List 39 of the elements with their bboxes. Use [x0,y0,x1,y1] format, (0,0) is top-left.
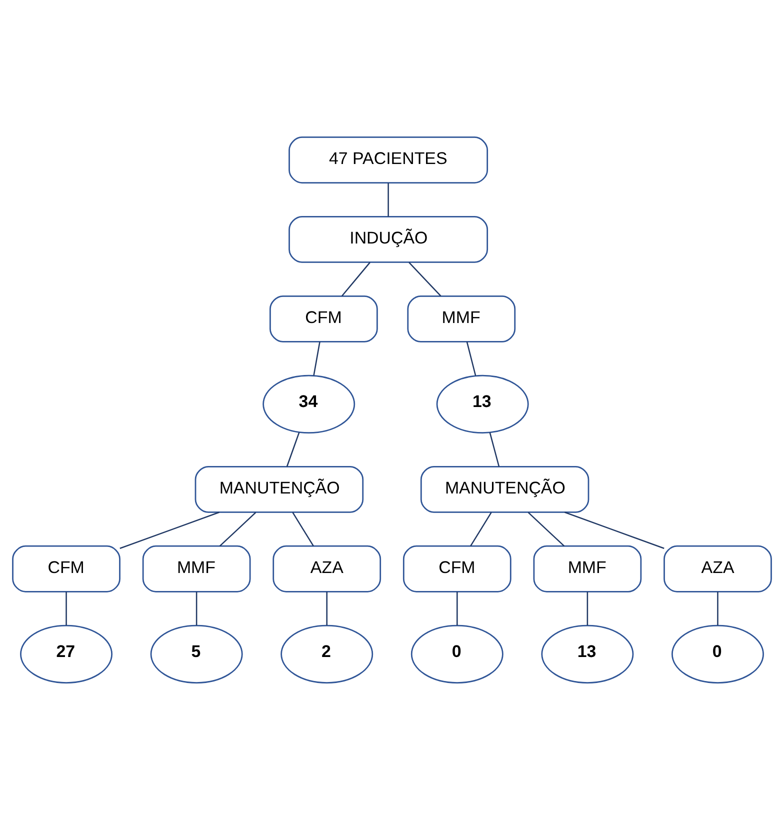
connector [313,342,320,376]
connector [717,592,718,626]
node-box: INDUÇÃO [288,216,488,263]
connector [66,592,67,626]
connector [286,432,300,467]
connector [326,592,328,626]
connector [564,512,664,549]
node-box: MMF [533,545,642,592]
connector [489,432,500,467]
node-ellipse: 27 [20,624,112,684]
node-box: CFM [402,545,512,592]
node-box: MMF [407,295,516,342]
node-box: 47 PACIENTES [288,136,488,184]
connector [219,512,256,547]
connector [341,262,370,297]
node-box: MMF [142,545,251,592]
node-box: CFM [270,295,378,342]
connector [470,512,492,546]
node-ellipse: 0 [672,624,764,684]
connector [528,512,565,547]
node-ellipse: 0 [410,624,504,684]
node-box: AZA [272,545,382,592]
connector [586,592,588,626]
node-box: CFM [12,545,120,592]
connector [466,342,476,376]
node-ellipse: 13 [436,374,529,434]
connector [456,592,458,626]
node-ellipse: 34 [262,374,356,434]
connector [196,592,198,626]
connector [120,512,220,549]
connector [388,183,389,217]
node-box: AZA [664,545,772,592]
connector [408,262,442,297]
connector [292,512,314,546]
node-ellipse: 2 [280,624,374,684]
node-ellipse: 5 [150,624,243,684]
node-box: MANUTENÇÃO [194,466,364,513]
node-box: MANUTENÇÃO [420,466,590,513]
node-ellipse: 13 [541,624,634,684]
